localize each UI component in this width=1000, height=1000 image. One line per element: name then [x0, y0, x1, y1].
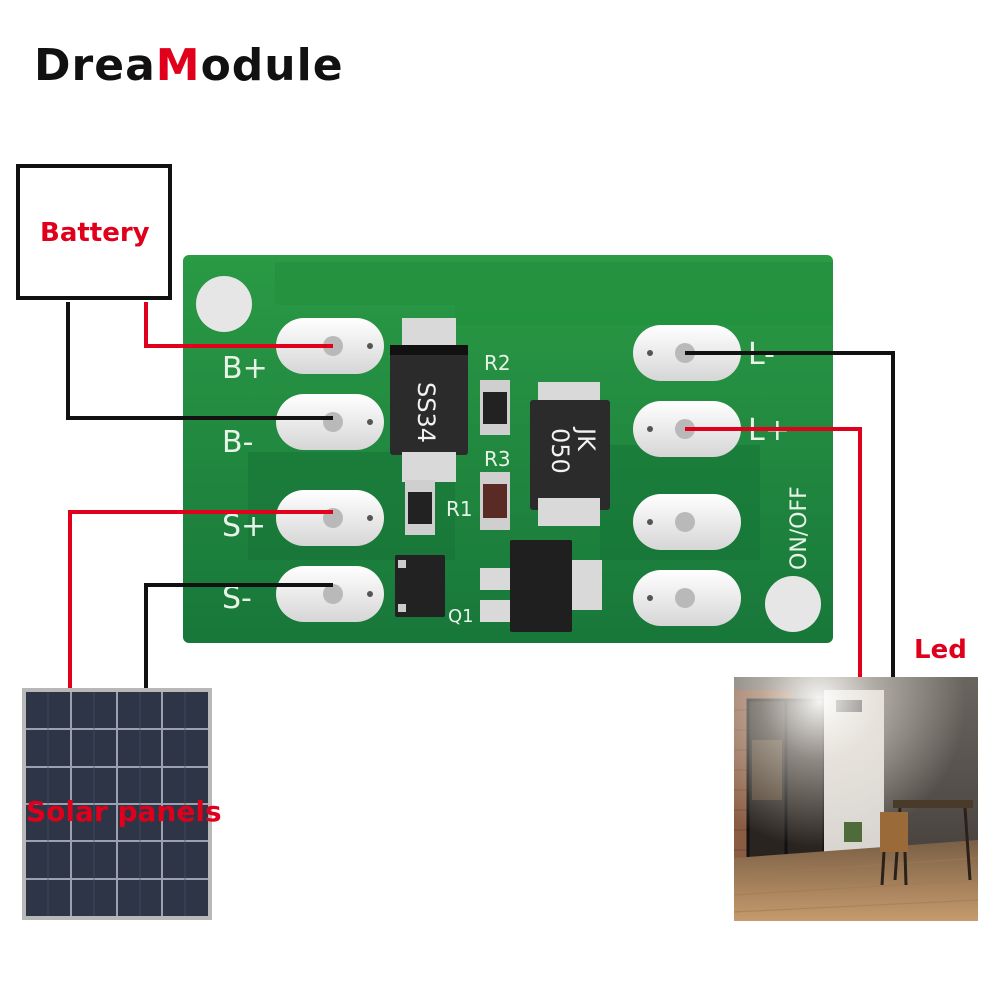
wire-battery-negative — [66, 302, 333, 420]
brand-logo: DreaModule — [34, 40, 344, 91]
pad-s-minus — [276, 566, 384, 622]
wire-solar-negative — [144, 583, 333, 690]
pad-switch-b — [633, 570, 741, 626]
ic-label-line1: JK — [572, 426, 600, 452]
battery-label: Battery — [40, 218, 150, 248]
brand-prefix: Drea — [34, 40, 156, 91]
pad-switch-a — [633, 494, 741, 550]
r2-label: R2 — [484, 351, 511, 375]
label-b-minus: B- — [222, 425, 253, 460]
resistor-r2: R2 — [480, 351, 511, 435]
resistor-r1: R1 — [405, 480, 473, 535]
transistor-q1: Q1 — [395, 555, 474, 627]
r3-label: R3 — [484, 447, 511, 471]
ic-label-line2: 050 — [546, 428, 574, 474]
q1-label: Q1 — [448, 606, 474, 627]
diode-label: SS34 — [412, 382, 440, 443]
led-photo — [733, 677, 979, 921]
pad-b-minus — [276, 394, 384, 450]
led-label: Led — [914, 635, 967, 665]
mosfet-chip — [480, 540, 602, 632]
brand-suffix: odule — [200, 40, 344, 91]
diode-ss34: SS34 — [390, 318, 468, 482]
wire-solar-positive — [68, 510, 333, 690]
wire-led-negative — [685, 351, 895, 680]
solar-panel — [22, 688, 212, 920]
brand-accent: M — [155, 40, 201, 91]
ic-jk050: JK 050 — [530, 382, 610, 526]
label-s-plus: S+ — [222, 509, 266, 544]
battery-box — [16, 164, 172, 300]
pad-s-plus — [276, 490, 384, 546]
resistor-r3: R3 — [480, 447, 511, 530]
wire-battery-positive — [144, 302, 333, 348]
wire-led-positive — [685, 427, 862, 680]
label-switch: ON/OFF — [787, 486, 812, 570]
label-b-plus: B+ — [222, 351, 268, 386]
r1-label: R1 — [446, 497, 473, 521]
solar-label: Solar panels — [26, 795, 222, 828]
